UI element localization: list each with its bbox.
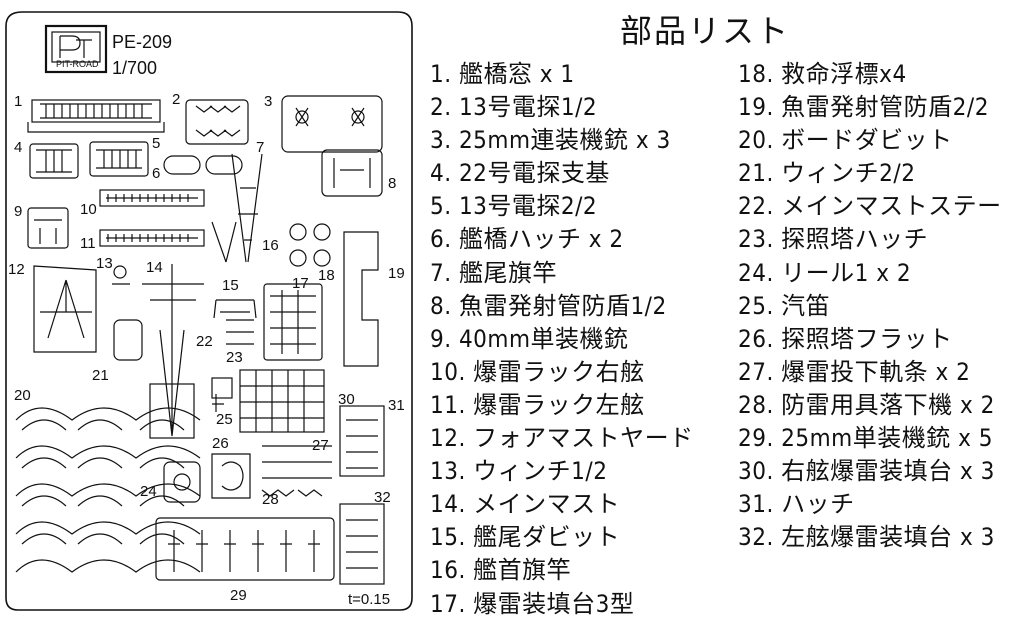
list-item: 5. 13号電探2/2 <box>430 192 598 221</box>
list-item: 23. 探照塔ハッチ <box>738 225 929 254</box>
part-label: 9 <box>14 203 22 220</box>
list-item: 7. 艦尾旗竿 <box>430 258 557 287</box>
list-item: 25. 汽笛 <box>738 291 831 320</box>
part-label: 20 <box>14 387 31 404</box>
list-item: 16. 艦首旗竿 <box>430 556 572 585</box>
part-label: 15 <box>222 277 239 294</box>
list-item: 29. 25mm単装機銃 x 5 <box>738 424 993 453</box>
part-label: 23 <box>226 349 243 366</box>
list-item: 4. 22号電探支基 <box>430 159 610 188</box>
part-label: 13 <box>96 255 113 272</box>
part-label: 21 <box>92 367 109 384</box>
part-label: 22 <box>196 333 213 350</box>
list-item: 19. 魚雷発射管防盾2/2 <box>738 93 989 122</box>
brand-label: PIT-ROAD <box>56 59 99 69</box>
parts-list-title: 部品リスト <box>620 12 791 50</box>
list-item: 22. メインマストステー <box>738 192 1002 221</box>
list-item: 14. メインマスト <box>430 490 621 519</box>
list-item: 30. 右舷爆雷装填台 x 3 <box>738 457 995 486</box>
part-label: 31 <box>388 397 405 414</box>
list-item: 10. 爆雷ラック右舷 <box>430 357 645 386</box>
parts-list-column-1: 1. 艦橋窓 x 1 2. 13号電探1/2 3. 25mm連装機銃 x 3 4… <box>430 58 694 621</box>
part-label: 19 <box>388 265 405 282</box>
list-item: 27. 爆雷投下軌条 x 2 <box>738 357 971 386</box>
list-item: 17. 爆雷装填台3型 <box>430 589 635 618</box>
list-item: 31. ハッチ <box>738 490 855 519</box>
list-item: 11. 爆雷ラック左舷 <box>430 390 645 419</box>
list-item: 8. 魚雷発射管防盾1/2 <box>430 291 667 320</box>
list-item: 12. フォアマストヤード <box>430 424 694 453</box>
part-label: 12 <box>8 261 25 278</box>
list-item: 15. 艦尾ダビット <box>430 523 621 552</box>
part-label: 25 <box>216 411 233 428</box>
part-label: 18 <box>318 267 335 284</box>
sheet-thickness: t=0.15 <box>348 591 390 608</box>
photo-etch-sheet: PIT-ROAD PE-209 1/700 t=0.15 1 2 3 4 5 6… <box>5 11 413 611</box>
part-label: 24 <box>140 483 157 500</box>
part-label: 11 <box>80 235 96 252</box>
sheet-scale: 1/700 <box>112 58 157 78</box>
part-label: 10 <box>80 201 97 218</box>
list-item: 32. 左舷爆雷装填台 x 3 <box>738 523 995 552</box>
part-label: 27 <box>312 437 329 454</box>
list-item: 24. リール1 x 2 <box>738 258 912 287</box>
parts-list-column-2: 18. 救命浮標x4 19. 魚雷発射管防盾2/2 20. ボードダビット 21… <box>738 58 1002 554</box>
list-item: 21. ウィンチ2/2 <box>738 159 916 188</box>
list-item: 9. 40mm単装機銃 <box>430 324 629 353</box>
part-label: 26 <box>212 435 229 452</box>
part-label: 4 <box>14 139 22 156</box>
part-label: 7 <box>256 139 264 156</box>
part-label: 1 <box>14 93 22 110</box>
part-label: 28 <box>262 491 279 508</box>
part-label: 5 <box>152 135 160 152</box>
part-label: 16 <box>262 237 279 254</box>
sheet-code: PE-209 <box>112 32 172 52</box>
part-label: 2 <box>172 91 180 108</box>
list-item: 1. 艦橋窓 x 1 <box>430 60 575 88</box>
part-label: 14 <box>146 259 163 276</box>
part-label: 32 <box>374 489 391 506</box>
list-item: 20. ボードダビット <box>738 126 953 155</box>
part-label: 8 <box>388 175 396 192</box>
list-item: 26. 探照塔フラット <box>738 324 953 353</box>
list-item: 13. ウィンチ1/2 <box>430 457 608 486</box>
list-item: 2. 13号電探1/2 <box>430 93 598 122</box>
list-item: 28. 防雷用具落下機 x 2 <box>738 390 995 419</box>
part-label: 3 <box>264 93 272 110</box>
part-label: 6 <box>152 165 160 182</box>
part-label: 17 <box>292 275 309 292</box>
list-item: 3. 25mm連装機銃 x 3 <box>430 126 671 155</box>
list-item: 18. 救命浮標x4 <box>738 60 907 88</box>
part-label: 30 <box>338 391 355 408</box>
part-label: 29 <box>230 587 247 604</box>
list-item: 6. 艦橋ハッチ x 2 <box>430 225 624 254</box>
pit-road-logo <box>44 24 108 74</box>
